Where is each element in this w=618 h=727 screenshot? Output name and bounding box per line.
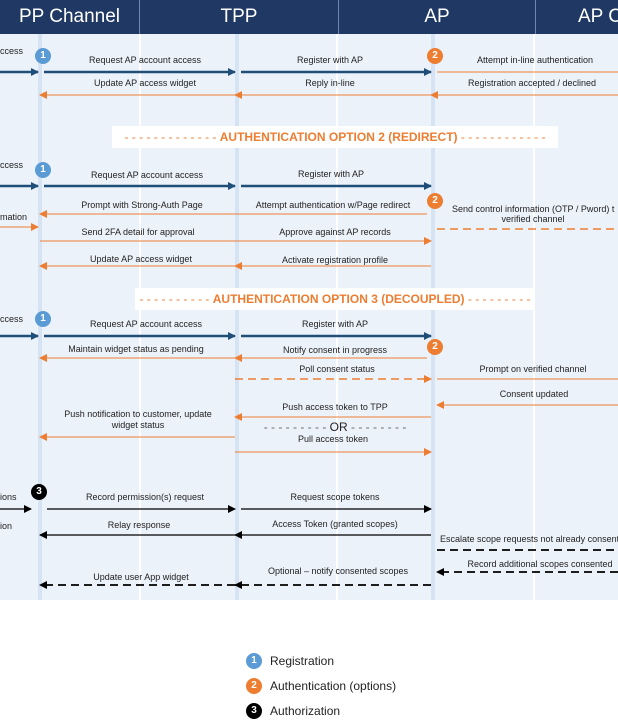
msg-maintain-pending: Maintain widget status as pending: [68, 344, 204, 354]
section-title-decoupled: - - - - - - - - - - AUTHENTICATION OPTIO…: [135, 288, 535, 310]
legend-badge-black: 3: [246, 703, 262, 719]
step-badge-authentication: 2: [427, 48, 443, 64]
legend-label: Registration: [270, 654, 335, 668]
msg-attempt-inline: Attempt in-line authentication: [476, 55, 594, 65]
stub-label: ion: [0, 521, 13, 531]
legend-badge-blue: 1: [246, 653, 262, 669]
lifeline-ap: [431, 34, 435, 600]
msg-prompt-verified: Prompt on verified channel: [479, 364, 587, 374]
step-badge-authentication: 2: [427, 193, 443, 209]
msg-access-token: Access Token (granted scopes): [272, 519, 398, 529]
stub-label: mation: [0, 212, 28, 222]
msg-approve-records: Approve against AP records: [279, 227, 391, 237]
msg-push-token: Push access token to TPP: [282, 402, 388, 412]
msg-record-permission: Record permission(s) request: [85, 492, 205, 502]
msg-send-control-info-line2: verified channel: [501, 214, 565, 224]
step-badge-registration: 1: [35, 162, 51, 178]
legend-label: Authentication (options): [270, 679, 397, 693]
msg-prompt-strong-auth: Prompt with Strong-Auth Page: [81, 200, 203, 210]
header-divider: [535, 0, 536, 34]
msg-optional-notify: Optional – notify consented scopes: [267, 566, 409, 576]
msg-poll-consent: Poll consent status: [299, 364, 375, 374]
legend-label: Authorization: [270, 704, 341, 718]
header-ap: AP: [339, 0, 535, 34]
msg-request-access: Request AP account access: [89, 55, 201, 65]
or-separator: - - - - - - - - - OR - - - - - - - -: [263, 420, 407, 434]
msg-push-notification-line2: widget status: [111, 420, 165, 430]
msg-escalate-scope: Escalate scope requests not already cons…: [440, 534, 618, 544]
msg-request-access: Request AP account access: [90, 319, 202, 329]
msg-register: Register with AP: [301, 319, 369, 329]
msg-record-additional: Record additional scopes consented: [467, 559, 613, 569]
msg-send-control-info: Send control information (OTP / Pword) t: [452, 204, 615, 214]
stub-label: ccess: [0, 314, 24, 324]
msg-register: Register with AP: [296, 55, 364, 65]
msg-relay-response: Relay response: [107, 520, 171, 530]
msg-activate-profile: Activate registration profile: [281, 255, 389, 265]
msg-reply-inline: Reply in-line: [305, 78, 355, 88]
lifeline-tpp: [235, 34, 239, 600]
msg-send-2fa: Send 2FA detail for approval: [81, 227, 195, 237]
step-badge-authentication: 2: [427, 339, 443, 355]
header-pp-channel: PP Channel: [0, 0, 139, 34]
msg-request-scope: Request scope tokens: [290, 492, 380, 502]
msg-update-widget: Update AP access widget: [94, 78, 196, 88]
msg-request-access: Request AP account access: [91, 170, 203, 180]
stub-label: ccess: [0, 160, 24, 170]
header-tpp: TPP: [140, 0, 338, 34]
step-badge-registration: 1: [35, 48, 51, 64]
msg-pull-token: Pull access token: [297, 434, 369, 444]
step-badge-registration: 1: [35, 311, 51, 327]
msg-register: Register with AP: [297, 169, 365, 179]
legend-badge-orange: 2: [246, 678, 262, 694]
stub-label: ions: [0, 492, 17, 502]
msg-push-notification: Push notification to customer, update: [64, 409, 212, 419]
header-divider: [139, 0, 140, 34]
msg-update-user-widget: Update user App widget: [93, 572, 189, 582]
header-ap-c: AP C: [536, 0, 618, 34]
stub-label: ccess: [0, 46, 24, 56]
section-title-redirect: - - - - - - - - - - - - - AUTHENTICATION…: [112, 126, 558, 148]
msg-registration-accepted: Registration accepted / declined: [467, 78, 597, 88]
msg-notify-consent: Notify consent in progress: [282, 345, 388, 355]
msg-attempt-redirect: Attempt authentication w/Page redirect: [255, 200, 411, 210]
msg-consent-updated: Consent updated: [499, 389, 569, 399]
header-divider: [338, 0, 339, 34]
step-badge-authorization: 3: [31, 484, 47, 500]
msg-update-widget: Update AP access widget: [90, 254, 192, 264]
